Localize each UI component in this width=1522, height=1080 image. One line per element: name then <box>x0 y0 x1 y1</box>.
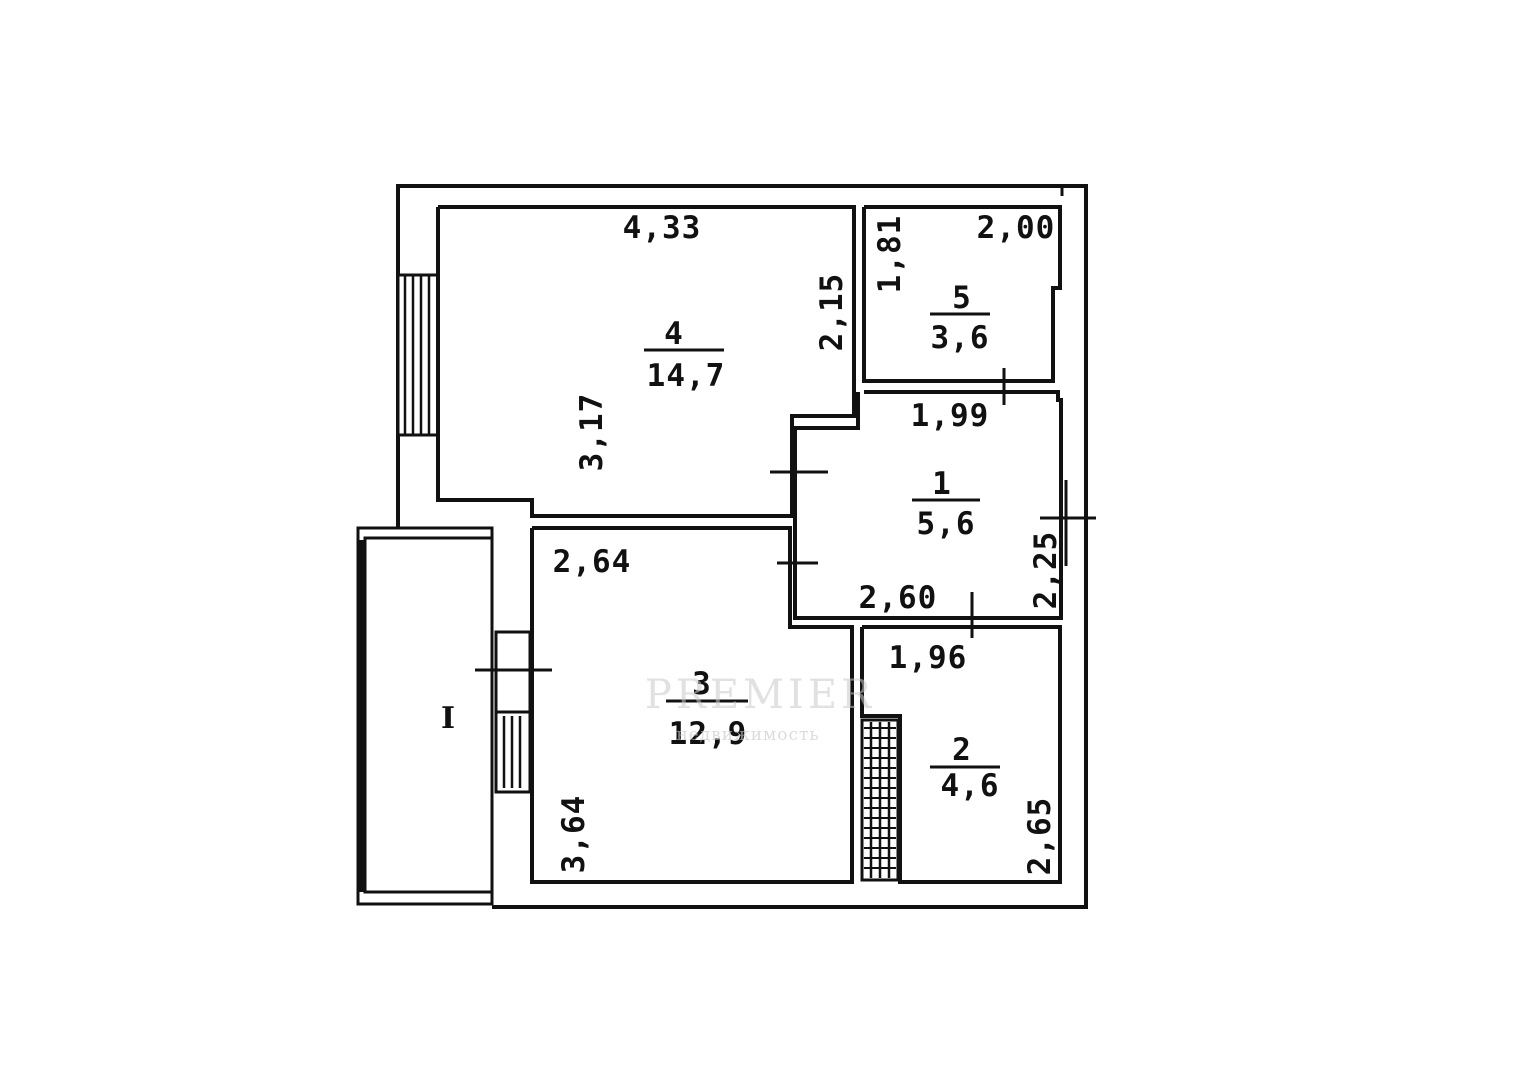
room4-area: 14,7 <box>647 358 726 394</box>
room2-number: 2 <box>952 732 972 768</box>
room1-number: 1 <box>932 466 952 502</box>
dim-room4-top: 4,33 <box>623 210 702 246</box>
dim-room1-bottom: 2,60 <box>859 580 938 616</box>
room-1 <box>793 390 1063 620</box>
dimension-labels: 4,33 2,15 3,17 1,81 2,00 1,99 2,60 2,25 … <box>553 210 1064 875</box>
ventilation-shaft <box>860 718 900 882</box>
balcony-window <box>494 630 532 794</box>
dim-room3-top: 2,64 <box>553 544 632 580</box>
dim-room4-right: 2,15 <box>814 273 850 352</box>
room5-number: 5 <box>952 280 972 316</box>
balcony: I <box>356 526 494 906</box>
room3-number: 3 <box>692 666 712 702</box>
watermark-subtitle: недвижимость <box>676 725 819 745</box>
dim-room3-left: 3,64 <box>556 795 592 874</box>
door-marks <box>475 368 1096 672</box>
dim-room4-left: 3,17 <box>574 393 610 472</box>
dim-room5-left: 1,81 <box>872 215 908 294</box>
balcony-label: I <box>441 701 455 736</box>
room2-area: 4,6 <box>941 768 1000 804</box>
room-labels: 4 14,7 5 3,6 1 5,6 3 12,9 2 4,6 <box>644 280 1000 804</box>
room4-number: 4 <box>664 316 684 352</box>
room3-area: 12,9 <box>669 716 748 752</box>
dim-room1-right: 2,25 <box>1028 531 1064 610</box>
room-3 <box>530 526 854 884</box>
dim-room1-top: 1,99 <box>911 398 990 434</box>
dim-room5-top: 2,00 <box>977 210 1056 246</box>
window-room4 <box>396 273 440 437</box>
watermark-brand: PREMIER <box>645 672 875 718</box>
room-2 <box>860 625 1062 884</box>
room-5 <box>862 205 1062 383</box>
watermark: PREMIER недвижимость <box>645 672 875 745</box>
dim-room2-right: 2,65 <box>1022 797 1058 876</box>
room5-area: 3,6 <box>931 320 990 356</box>
room1-area: 5,6 <box>917 506 976 542</box>
room-4 <box>436 205 856 518</box>
dim-room2-top: 1,96 <box>889 640 968 676</box>
